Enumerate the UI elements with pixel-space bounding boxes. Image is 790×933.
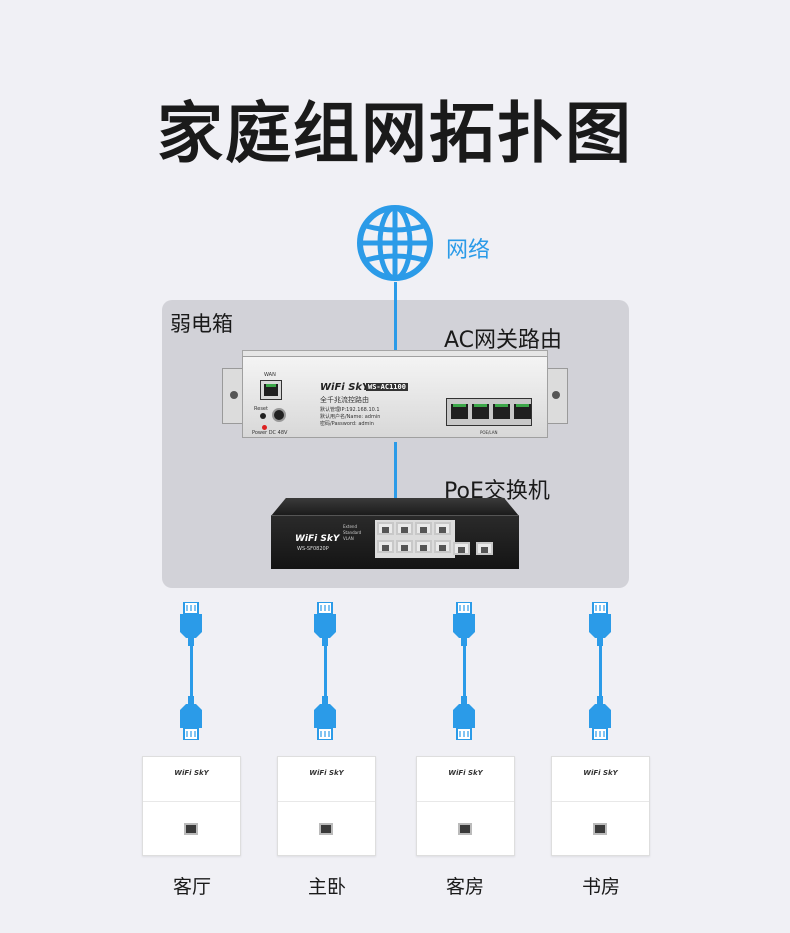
ethernet-cable	[463, 646, 466, 698]
cabinet-label: 弱电箱	[170, 312, 233, 336]
router-info-password: 密码/Password: admin	[320, 421, 374, 427]
router-lan-ports	[446, 398, 532, 426]
poe-switch-device: WiFi SkY WS-SF0820P Extend Standard VLAN	[271, 498, 519, 570]
router-model: WS-AC1100	[366, 383, 408, 391]
router-wan-port	[260, 380, 282, 400]
globe-icon	[357, 205, 433, 281]
reset-button	[260, 413, 266, 419]
switch-status-standard: Standard	[343, 530, 362, 535]
room-label-study: 书房	[581, 876, 620, 898]
router-switch-line	[394, 442, 397, 500]
room-label-guest: 客房	[445, 876, 484, 898]
panel-brand: WiFi SkY	[309, 769, 344, 777]
wall-panel: WiFi SkY	[277, 756, 376, 856]
wall-panel: WiFi SkY	[416, 756, 515, 856]
switch-poe-ports	[375, 520, 455, 558]
router-label: AC网关路由	[444, 328, 563, 353]
network-label: 网络	[446, 238, 491, 263]
ethernet-jack-icon	[319, 823, 333, 835]
ethernet-plug-icon	[312, 696, 336, 744]
switch-front: WiFi SkY WS-SF0820P Extend Standard VLAN	[271, 515, 519, 569]
wall-panel: WiFi SkY	[142, 756, 241, 856]
router-power-label: Power DC 48V	[252, 430, 288, 436]
switch-status-vlan: VLAN	[343, 536, 354, 541]
power-led	[262, 425, 267, 430]
router-subtitle: 全千兆流控路由	[320, 396, 369, 404]
uplink-line	[394, 282, 397, 352]
ethernet-plug-icon	[178, 601, 202, 650]
ethernet-plug-icon	[178, 696, 202, 744]
ethernet-plug-icon	[451, 696, 475, 744]
switch-uplink-port	[453, 542, 470, 555]
router-wan-label: WAN	[264, 372, 276, 378]
switch-uplink-port	[476, 542, 493, 555]
room-label-living: 客厅	[172, 876, 211, 898]
ethernet-jack-icon	[184, 823, 198, 835]
ethernet-jack-icon	[593, 823, 607, 835]
router-mount-ear-right	[544, 368, 568, 424]
switch-brand: WiFi SkY	[295, 534, 340, 544]
ethernet-cable	[599, 646, 602, 698]
page-title: 家庭组网拓扑图	[157, 95, 633, 172]
ethernet-plug-icon	[451, 601, 475, 650]
ethernet-plug-icon	[587, 696, 611, 744]
switch-top	[271, 498, 519, 516]
ethernet-plug-icon	[587, 601, 611, 650]
router-info-user: 默认用户名/Name: admin	[320, 414, 381, 420]
power-jack	[272, 408, 286, 422]
ethernet-jack-icon	[458, 823, 472, 835]
room-label-master: 主卧	[307, 876, 346, 898]
wall-panel: WiFi SkY	[551, 756, 650, 856]
ethernet-cable	[190, 646, 193, 698]
panel-brand: WiFi SkY	[583, 769, 618, 777]
switch-status-extend: Extend	[343, 524, 357, 529]
router-lan-label: POE/LAN	[480, 430, 498, 435]
router-reset-label: Reset	[254, 406, 268, 412]
panel-brand: WiFi SkY	[448, 769, 483, 777]
ethernet-plug-icon	[312, 601, 336, 650]
router-device: WAN Reset Power DC 48V WiFi SkY WS-AC110…	[222, 350, 568, 442]
panel-brand: WiFi SkY	[174, 769, 209, 777]
ethernet-cable	[324, 646, 327, 698]
router-brand: WiFi SkY	[320, 382, 370, 393]
switch-model: WS-SF0820P	[297, 546, 329, 552]
router-info-ip: 默认管理IP:192.168.10.1	[320, 407, 380, 413]
